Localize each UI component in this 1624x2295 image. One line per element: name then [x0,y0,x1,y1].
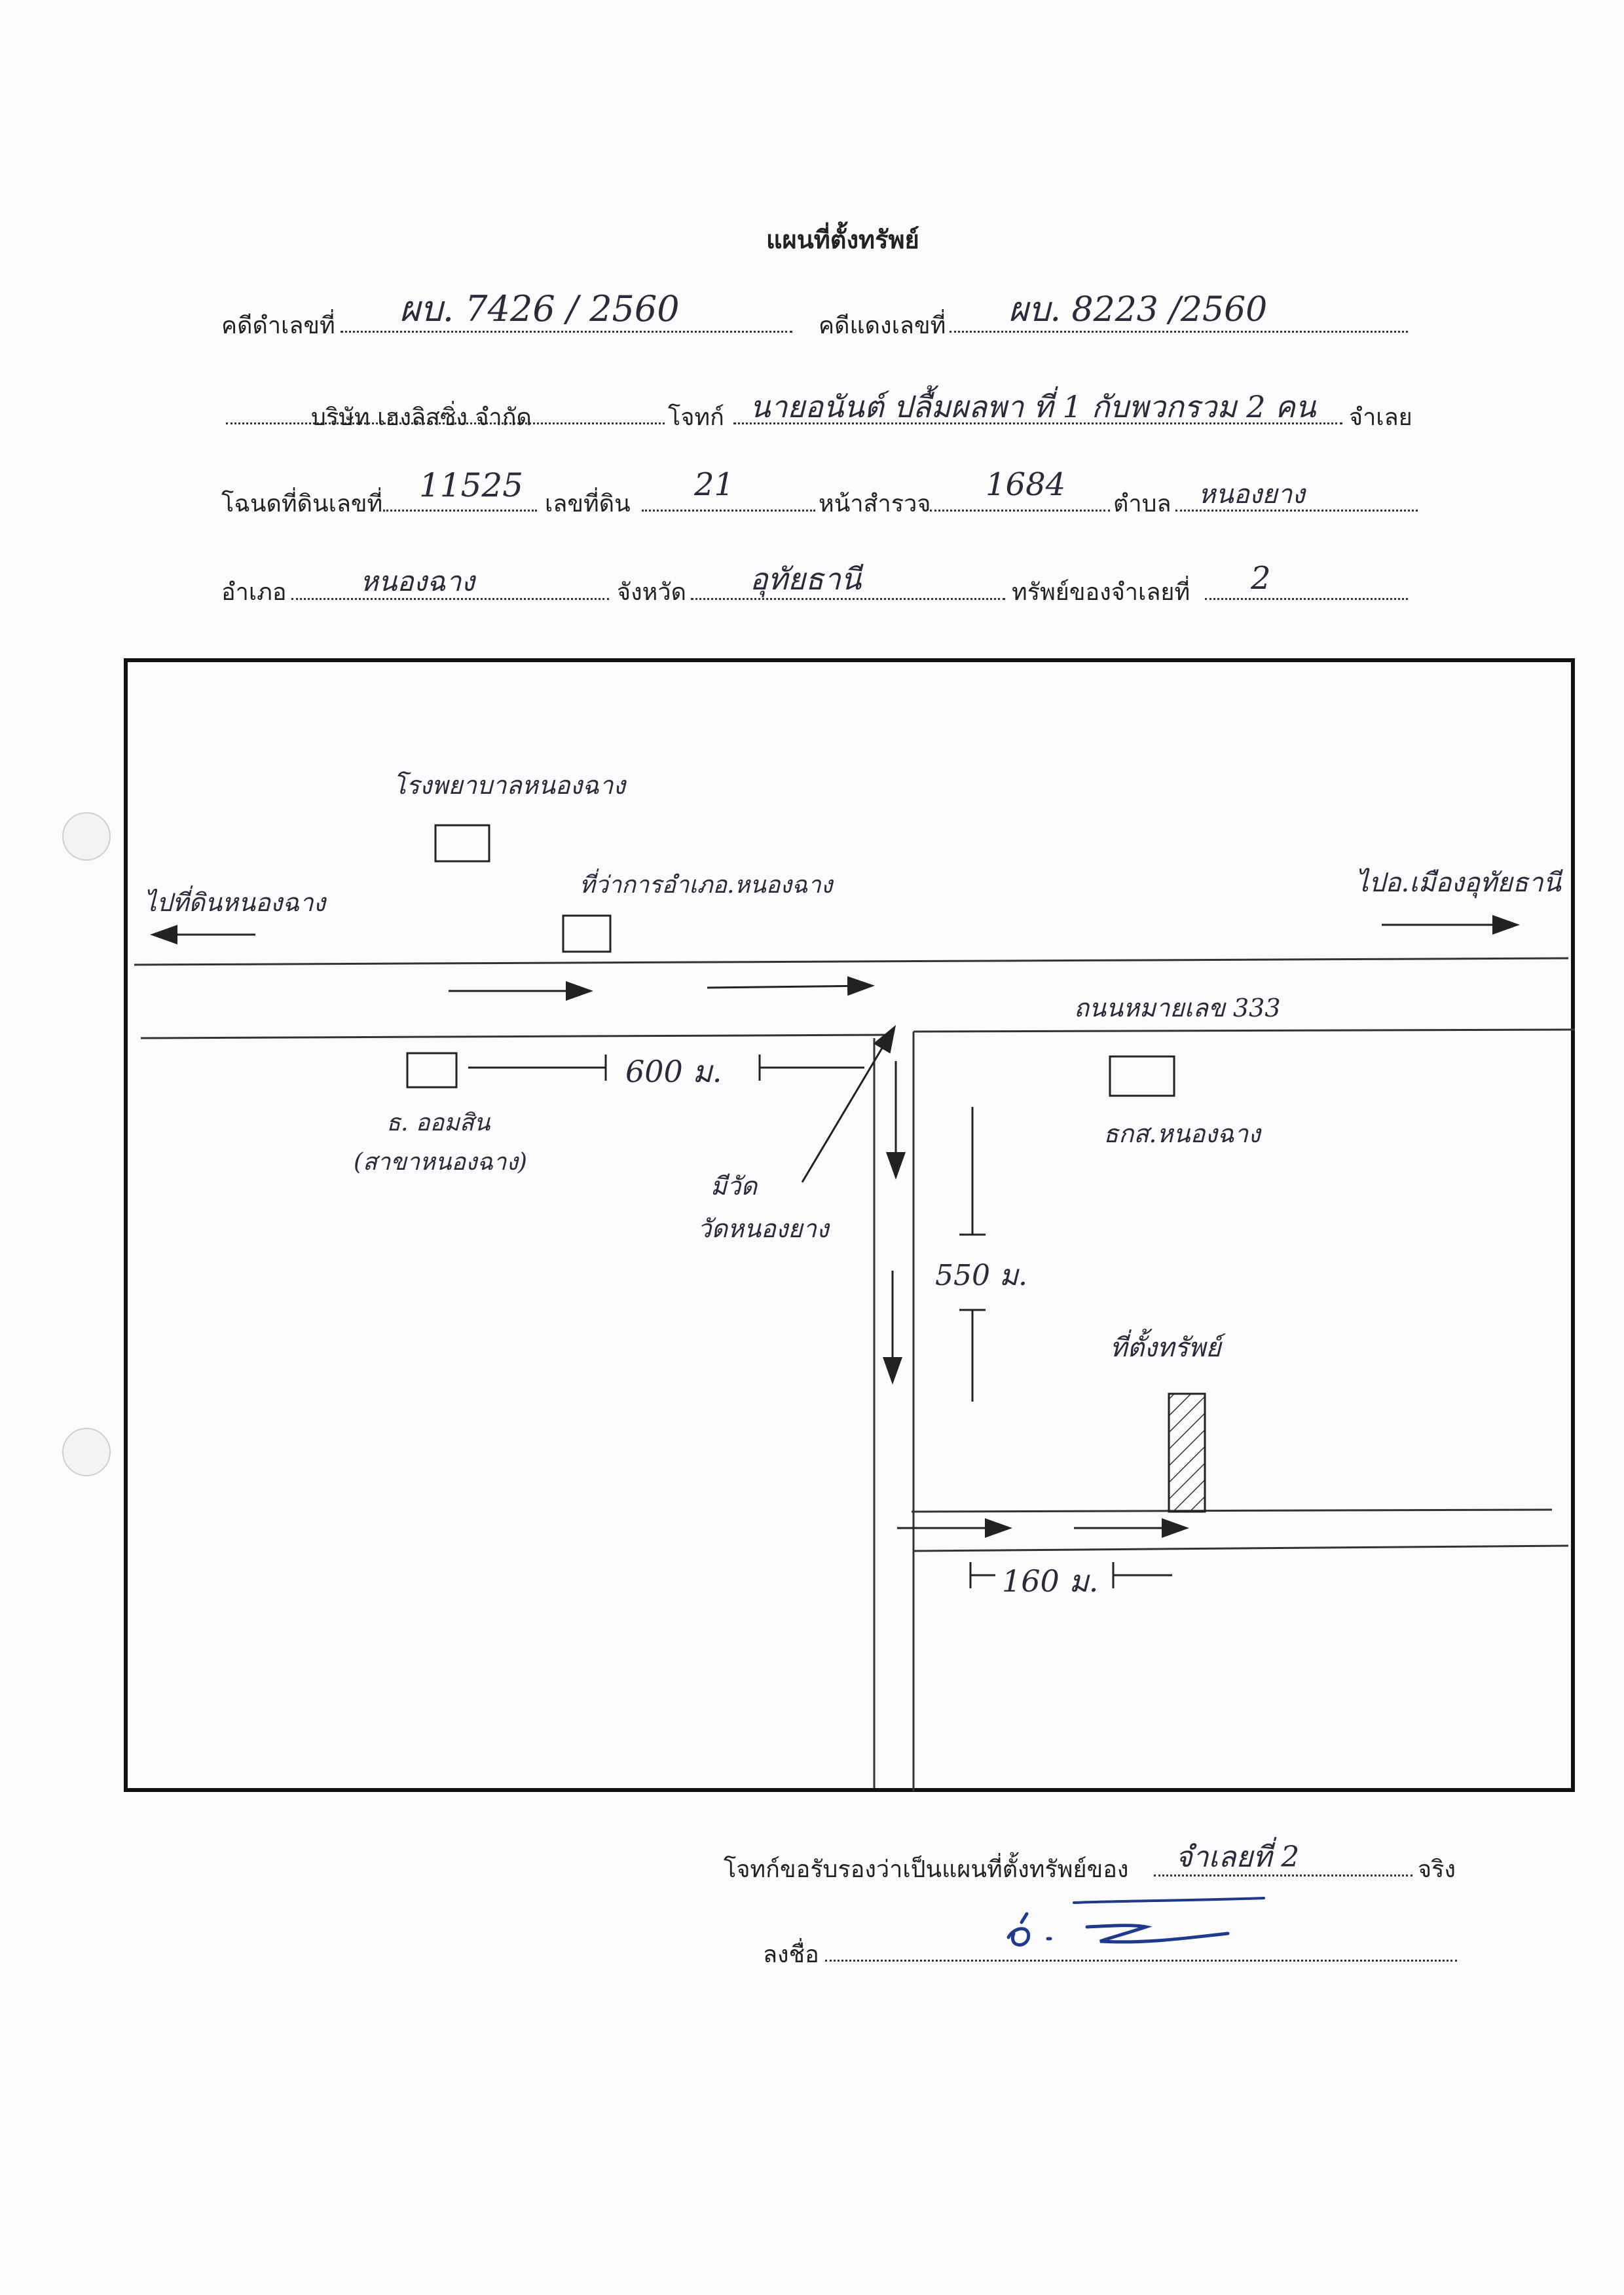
branch-road-lower-edge [913,1544,1569,1552]
asset-line [1205,598,1408,600]
map-frame [124,658,1575,1792]
district-label: อำเภอ [221,579,287,606]
signature [1006,1897,1265,1947]
temple-prefix-label: มีวัด [710,1172,758,1201]
temple-label: วัดหนองยาง [697,1214,829,1243]
dist-160-label: 160 ม. [1002,1563,1099,1599]
temple-pointer [801,1024,896,1183]
to-left-label: ไปที่ดินหนองฉาง [144,888,326,917]
gsb-bank-label: ธ. ออมสิน [386,1110,490,1136]
highway-lower-edge-right [913,1028,1576,1033]
certify-label: โจทก์ขอรับรองว่าเป็นแผนที่ตั้งทรัพย์ของ [724,1856,1129,1883]
to-right-label: ไปอ.เมืองอุทัยธานี [1356,868,1561,898]
hospital-building [434,824,490,863]
black-case-line [341,331,792,333]
plaintiff-label: โจทก์ [668,404,724,431]
baac-bank-label: ธกส.หนองฉาง [1103,1119,1261,1148]
dist-550-label: 550 ม. [935,1259,1027,1292]
branch-road-upper-edge [911,1508,1553,1513]
red-case-label: คดีแดงเลขที่ [819,312,946,339]
property-label: ที่ตั้งทรัพย์ [1110,1333,1221,1363]
red-case-line [950,331,1408,333]
land-no-line [642,510,815,512]
sign-line [825,1960,1457,1962]
asset-value: 2 [1251,560,1271,597]
deed-label: โฉนดที่ดินเลขที่ [221,491,383,517]
company-name: บริษัท เฮงลิสซิ่ง จำกัด [311,404,532,431]
highway-upper-edge [134,957,1569,966]
land-no-value: 21 [694,466,735,503]
district-office-label: ที่ว่าการอำเภอ.หนองฉาง [580,872,833,899]
subdistrict-value: หนองยาง [1198,479,1305,510]
survey-label: หน้าสำรวจ [819,491,931,517]
survey-value: 1684 [986,466,1066,503]
page-title: แผนที่ตั้งทรัพย์ [766,225,919,254]
certify-end: จริง [1418,1856,1456,1883]
province-value: อุทัยธานี [750,561,862,597]
province-label: จังหวัด [617,579,686,606]
highway-lower-edge-left [140,1034,891,1039]
bank-gsb-building [406,1052,458,1089]
hospital-label: โรงพยาบาลหนองฉาง [393,771,625,800]
black-case-value: ผบ. 7426 / 2560 [399,288,680,329]
district-value: หนองฉาง [360,565,475,597]
certify-line [1154,1875,1412,1876]
highway-label: ถนนหมายเลข 333 [1074,994,1281,1022]
black-case-label: คดีดำเลขที่ [221,312,335,339]
survey-line [930,510,1110,512]
property-parcel [1168,1392,1206,1513]
defendant-label: จำเลย [1349,404,1412,431]
dist-600-label: 600 ม. [625,1054,722,1089]
district-line [291,598,609,600]
district-office-building [562,914,612,953]
sign-label: ลงชื่อ [763,1941,819,1968]
land-no-label: เลขที่ดิน [545,491,631,517]
certify-value: จำเลยที่ 2 [1175,1840,1300,1874]
company-line [226,422,665,424]
deed-line [383,510,537,512]
road-arrow-2 [707,976,875,996]
deed-value: 11525 [419,466,524,504]
baac-bank-building [1109,1055,1175,1097]
gsb-bank-sub-label: (สาขาหนองฉาง) [354,1149,527,1176]
punch-hole-bottom [62,1428,111,1476]
subdistrict-label: ตำบล [1113,491,1172,517]
defendant-line [733,422,1342,424]
defendant-value: นายอนันต์ ปลื้มผลพา ที่ 1 กับพวกรวม 2 คน [750,389,1316,424]
province-line [691,598,1005,600]
asset-label: ทรัพย์ของจำเลยที่ [1012,579,1190,606]
red-case-value: ผบ. 8223 /2560 [1008,290,1268,329]
subdistrict-line [1175,510,1418,512]
punch-hole-top [62,812,111,861]
